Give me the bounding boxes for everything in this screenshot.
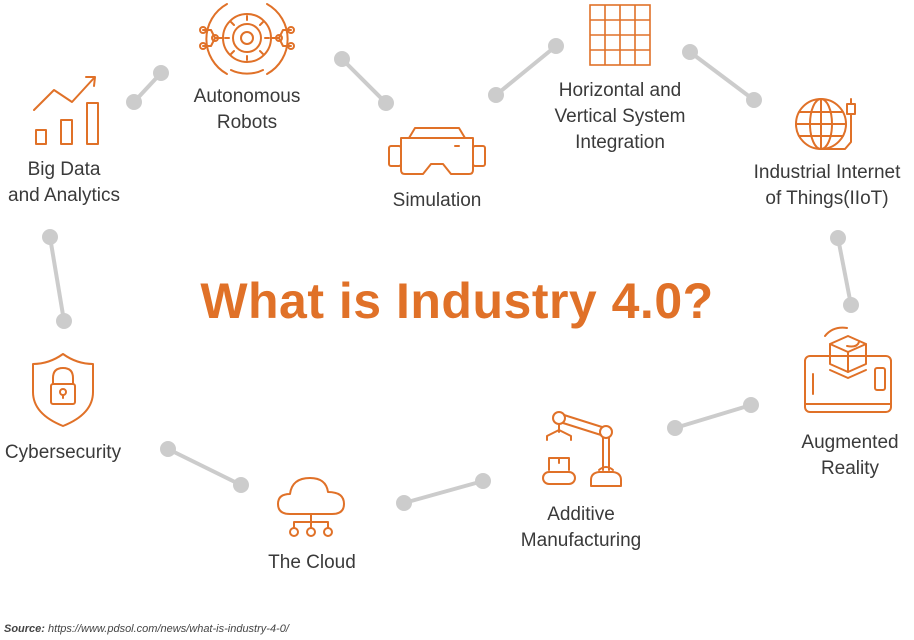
node-cyber: Cybersecurity [0,352,126,466]
node-cloud: The Cloud [252,474,372,576]
node-label-line1: Additive [547,504,615,525]
cloud-network-icon [277,477,345,537]
source-citation: Source: https://www.pdsol.com/news/what-… [4,623,289,635]
node-label-line1: Horizontal and [558,80,682,101]
grid-icon [589,4,651,66]
node-ar: Augmented Reality [792,326,908,482]
node-simulation: Simulation [372,126,502,214]
node-label-line2: Reality [820,458,880,479]
robotic-arm-icon [542,411,622,487]
node-big-data: Big Data and Analytics [0,72,128,209]
globe-plug-icon [795,98,856,150]
node-additive: Additive Manufacturing [506,410,656,554]
node-iiot: Industrial Internet of Things(IIoT) [740,96,914,212]
node-label-line3: Integration [575,132,665,153]
node-label-line2: Robots [216,112,278,133]
node-label-line1: Big Data [27,159,101,180]
bar-chart-trend-icon [33,76,99,145]
node-label-line1: The Cloud [268,552,356,573]
node-label-line2: Manufacturing [520,530,642,551]
source-label: Source: [4,623,45,635]
tablet-cube-icon [804,326,892,413]
node-label-line2: Vertical System [554,106,686,127]
node-integration: Horizontal and Vertical System Integrati… [540,0,700,156]
shield-lock-icon [32,353,94,427]
page-title: What is Industry 4.0? [200,273,714,329]
robot-gear-icon [199,3,295,75]
vr-headset-icon [388,127,486,175]
node-label-line1: Autonomous [193,86,301,107]
node-label-line1: Cybersecurity [4,442,122,463]
node-label-line2: of Things(IIoT) [765,188,889,209]
node-label-line1: Augmented [801,432,899,453]
node-robots: Autonomous Robots [182,0,312,136]
node-label-line2: and Analytics [8,185,120,206]
node-label-line1: Simulation [392,190,482,211]
node-label-line1: Industrial Internet [753,162,901,183]
source-url[interactable]: https://www.pdsol.com/news/what-is-indus… [48,623,289,635]
